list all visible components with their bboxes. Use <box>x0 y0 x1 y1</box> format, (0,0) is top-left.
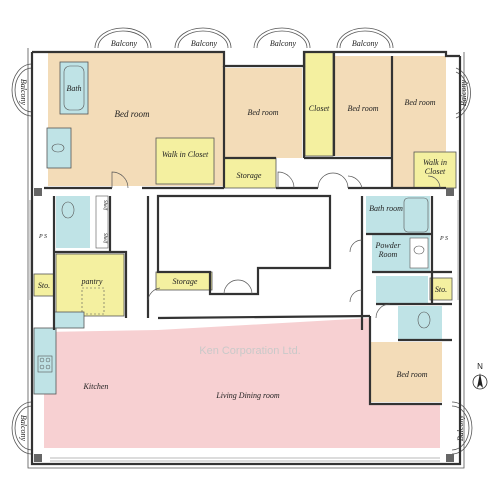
sto-right <box>429 277 453 301</box>
balcony-label: Balcony <box>191 39 218 48</box>
shelf-label: Shelf <box>102 233 107 244</box>
walkin-left-label: Walk in Closet <box>161 150 209 159</box>
bath-label: Bath <box>66 84 81 93</box>
wet-lower-right <box>376 276 428 304</box>
sto-right-label: Sto. <box>435 285 447 294</box>
balcony-top-3: Balcony <box>253 27 311 49</box>
bedroom-3-fill <box>334 56 392 156</box>
bathroom-label-box: Bath room <box>369 204 403 213</box>
walkin-closet-right <box>413 151 457 189</box>
storage-center-label: Storage <box>173 277 198 286</box>
sink-icon <box>51 143 65 153</box>
balcony-right-bottom: Balcony <box>451 401 473 455</box>
walkin-right-label: Walk in Closet <box>423 158 447 176</box>
bedroom-se-label: Bed room <box>396 370 427 379</box>
sto-left-label: Sto. <box>38 281 50 290</box>
ps-left-label: P S <box>38 234 47 240</box>
balcony-top-1: Balcony <box>94 27 152 49</box>
powder-room-label-box: Powder Room <box>375 241 401 259</box>
storage-top-label: Storage <box>237 171 262 180</box>
balcony-left-top: Balcony <box>11 63 33 117</box>
kitchen-label: Kitchen <box>83 382 109 391</box>
bedroom-2-fill <box>224 68 302 158</box>
balcony-right-top: Balcony <box>455 67 471 119</box>
living-dining-fill <box>44 318 440 448</box>
walkin-closet-left <box>155 137 215 185</box>
balcony-label: Balcony <box>352 39 379 48</box>
balcony-top-2: Balcony <box>174 27 232 49</box>
sink-icon <box>413 245 425 255</box>
compass: N <box>472 362 488 390</box>
closet-label: Closet <box>309 104 330 113</box>
stove-icon <box>37 355 53 373</box>
bedroom-3-label: Bed room <box>347 104 378 113</box>
living-dining-label: Living Dining room <box>215 391 279 400</box>
bedroom-main-label: Bed room <box>115 109 150 119</box>
bedroom-se-fill <box>370 342 442 402</box>
toilet-icon <box>417 311 431 329</box>
windows <box>29 200 459 462</box>
balcony-label: Balcony <box>270 39 297 48</box>
balcony-top-4: Balcony <box>336 27 394 49</box>
balcony-label: Balcony <box>111 39 138 48</box>
kitchen-sink-counter <box>53 311 85 329</box>
powder-counter <box>409 237 429 269</box>
balcony-label: Balcony <box>19 415 28 442</box>
bathroom-label: Bath room <box>369 204 403 213</box>
toilet-right-area <box>398 306 442 340</box>
walkin-left-label-box: Walk in Closet <box>161 150 209 159</box>
shelf <box>95 195 109 249</box>
bathtub-basin <box>63 65 85 111</box>
north-label: N <box>477 362 483 371</box>
bathtub-right <box>403 197 429 233</box>
balcony-label: Balcony <box>459 79 468 106</box>
bathtub <box>59 61 89 115</box>
pantry <box>55 253 125 317</box>
toilet-icon <box>61 201 75 219</box>
bath-room <box>366 196 430 234</box>
north-arrow-icon <box>477 373 483 388</box>
shelf-label: Shelf <box>102 200 107 211</box>
pantry-label: pantry <box>81 277 103 286</box>
watermark: Ken Corporation Ltd. <box>199 345 301 357</box>
balcony-left-bottom: Balcony <box>11 401 33 455</box>
bedroom-4-label: Bed room <box>404 98 435 107</box>
ps-right-label: P S <box>439 236 448 242</box>
toilet-area <box>56 196 90 248</box>
balcony-label: Balcony <box>19 79 28 106</box>
bedroom-2-label: Bed room <box>247 108 278 117</box>
walkin-right-label-box: Walk in Closet <box>423 158 447 176</box>
doors <box>111 171 441 319</box>
kitchen-counter <box>33 327 57 395</box>
powder-room-label: Powder Room <box>375 241 401 259</box>
walls <box>27 48 465 469</box>
vanity <box>46 127 72 169</box>
